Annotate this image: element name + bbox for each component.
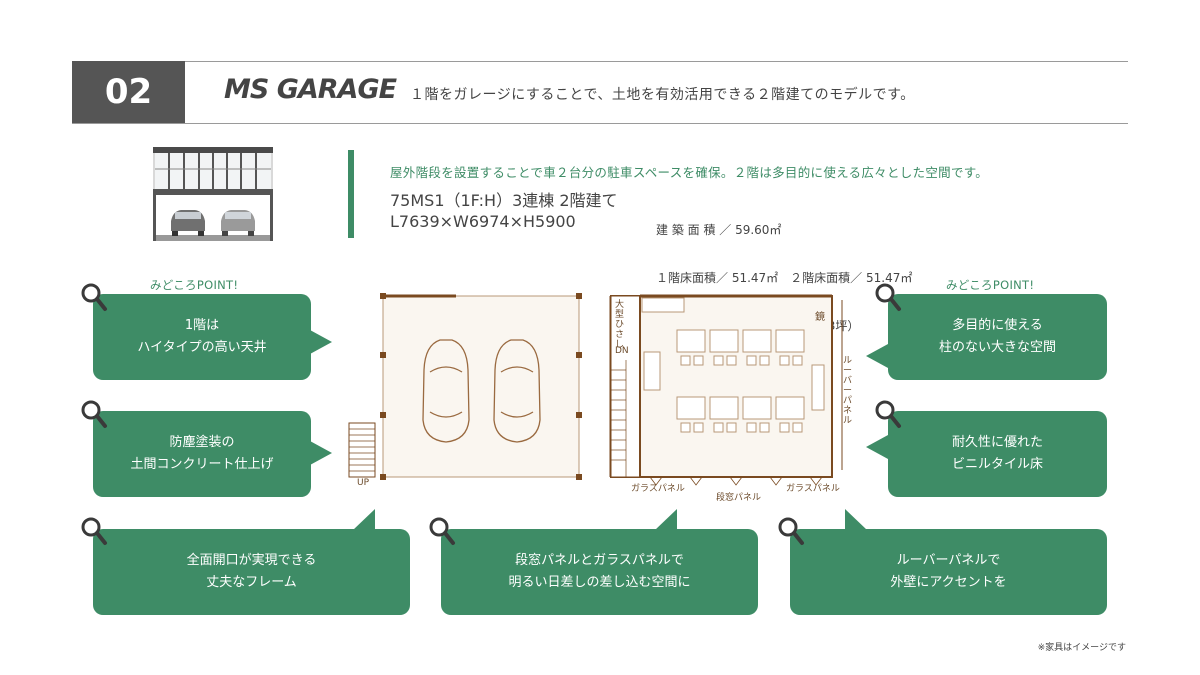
spec-accent-bar (348, 150, 354, 238)
header-top-rule (72, 61, 1128, 62)
spec-areas: 建 築 面 積 ／ 59.60㎡ １階床面積／ 51.47㎡ ２階床面積／ 51… (656, 190, 912, 350)
callout-windows: 段窓パネルとガラスパネルで 明るい日差しの差し込む空間に (441, 529, 758, 615)
magnifier-icon (778, 517, 804, 545)
model-name: 75MS1（1F:H）3連棟 2階建て (390, 191, 618, 210)
callout-tail (310, 441, 332, 465)
magnifier-icon (429, 517, 455, 545)
callout-tail (353, 509, 375, 530)
label-dn: DN (615, 346, 629, 356)
area-total: 延 床 面 積 ／ 102.94㎡（31.13坪） (656, 319, 860, 333)
callout-vinyl-floor: 耐久性に優れた ビニルタイル床 (888, 411, 1107, 497)
label-glass-right: ガラスパネル (786, 484, 840, 494)
callout-text: 耐久性に優れた (951, 435, 1043, 450)
callout-text: 柱のない大きな空間 (938, 340, 1056, 355)
callout-text: ルーバーパネルで (896, 553, 1001, 568)
header-bottom-rule (72, 123, 1128, 124)
callout-text: ビニルタイル床 (951, 457, 1043, 472)
magnifier-icon (875, 400, 901, 428)
magnifier-icon (81, 517, 107, 545)
callout-text: 外壁にアクセントを (890, 575, 1007, 590)
building-illustration (153, 147, 273, 241)
footnote: ※家具はイメージです (1037, 643, 1126, 653)
callout-tail (845, 509, 867, 530)
callout-text: 防塵塗装の (169, 435, 235, 450)
magnifier-icon (81, 400, 107, 428)
callout-text: 明るい日差しの差し込む空間に (508, 575, 691, 590)
label-mirror: 鏡 (815, 312, 825, 323)
magnifier-icon (875, 283, 901, 311)
label-glass-left: ガラスパネル (631, 484, 685, 494)
point-label-left: みどころPOINT! (150, 278, 239, 292)
label-up: UP (357, 478, 370, 488)
callout-text: 全面開口が実現できる (186, 553, 317, 568)
area-floors: １階床面積／ 51.47㎡ ２階床面積／ 51.47㎡ (656, 271, 913, 285)
callout-concrete-floor: 防塵塗装の 土間コンクリート仕上げ (93, 411, 311, 497)
spec-lead-text: 屋外階段を設置することで車２台分の駐車スペースを確保。２階は多目的に使える広々と… (390, 165, 989, 180)
callout-text: 土間コンクリート仕上げ (130, 457, 274, 472)
label-louver: ルーバーパネル (843, 356, 853, 426)
model-dimensions: L7639×W6974×H5900 (390, 212, 576, 231)
point-label-right: みどころPOINT! (946, 278, 1035, 292)
callout-text: 段窓パネルとガラスパネルで (515, 553, 684, 568)
section-number: 02 (72, 61, 185, 123)
callout-tail (310, 330, 332, 354)
callout-high-ceiling: 1階は ハイタイプの高い天井 (93, 294, 311, 380)
magnifier-icon (81, 283, 107, 311)
callout-tail (655, 509, 677, 530)
page-title: MS GARAGE (224, 74, 397, 105)
callout-open-space: 多目的に使える 柱のない大きな空間 (888, 294, 1107, 380)
callout-tail (866, 435, 888, 459)
callout-text: ハイタイプの高い天井 (137, 340, 267, 355)
callout-frame: 全面開口が実現できる 丈夫なフレーム (93, 529, 410, 615)
callout-text: 1階は (184, 318, 220, 333)
first-floor-plan (348, 293, 582, 480)
callout-louver: ルーバーパネルで 外壁にアクセントを (790, 529, 1107, 615)
callout-text: 丈夫なフレーム (206, 575, 297, 590)
label-awning: 大型ひさし (615, 300, 625, 350)
page-subtitle: １階をガレージにすることで、土地を有効活用できる２階建てのモデルです。 (410, 87, 915, 103)
spec-model: 75MS1（1F:H）3連棟 2階建て L7639×W6974×H5900 (390, 190, 618, 232)
callout-tail (866, 344, 888, 368)
label-step-window: 段窓パネル (716, 493, 762, 503)
callout-text: 多目的に使える (952, 318, 1043, 333)
area-building: 建 築 面 積 ／ 59.60㎡ (656, 223, 782, 237)
